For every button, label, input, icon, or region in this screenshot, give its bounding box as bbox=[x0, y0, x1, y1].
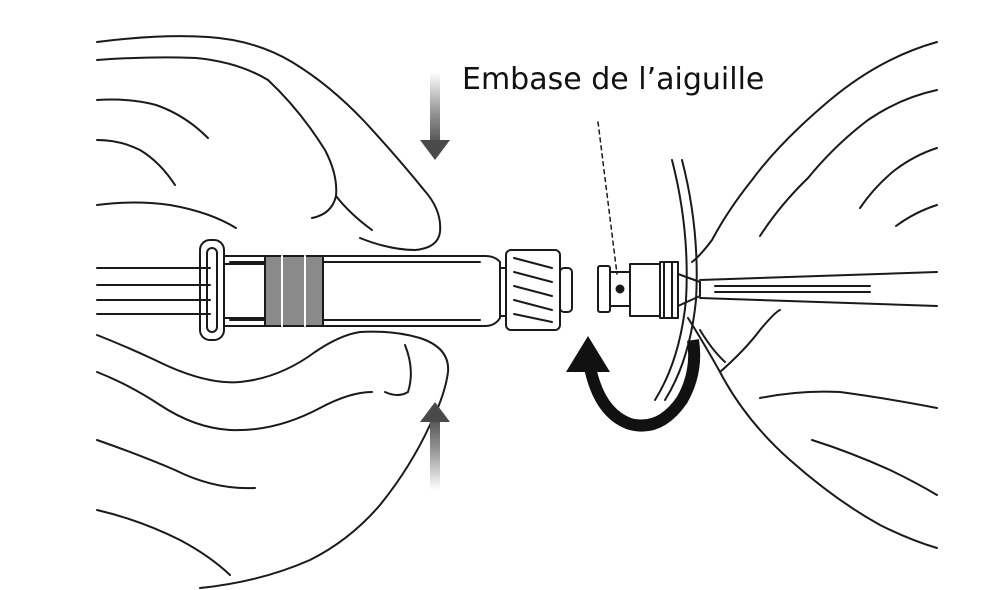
press-arrow-up bbox=[420, 402, 450, 490]
left-hand-lower bbox=[96, 330, 450, 589]
needle-hub-label: Embase de l’aiguille bbox=[462, 62, 765, 97]
right-hand-lower bbox=[687, 309, 938, 549]
right-hand-upper bbox=[691, 41, 938, 263]
iv-tube bbox=[654, 159, 698, 401]
left-hand-upper bbox=[96, 35, 442, 251]
needle-assembly bbox=[597, 261, 938, 319]
syringe bbox=[96, 239, 573, 341]
callout-leader bbox=[597, 121, 618, 275]
press-arrow-down bbox=[420, 72, 450, 160]
rotation-arrow bbox=[566, 336, 701, 432]
